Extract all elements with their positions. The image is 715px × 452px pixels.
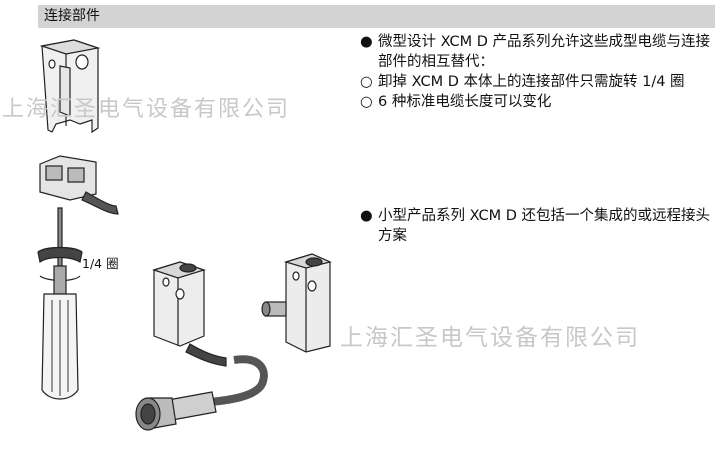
sensor-right-icon: [261, 253, 332, 353]
list-item: ● 小型产品系列 XCM D 还包括一个集成的或远程接头方案: [360, 206, 715, 246]
cable-plug-icon: [135, 355, 268, 431]
list-item-text: 微型设计 XCM D 产品系列允许这些成型电缆与连接部件的相互替代：: [378, 34, 711, 70]
hollow-bullet-icon: ○: [360, 94, 373, 110]
filled-bullet-icon: ●: [360, 34, 373, 50]
rotation-label: 1/4 圈: [82, 256, 119, 271]
list-item-text: 小型产品系列 XCM D 还包括一个集成的或远程接头方案: [378, 208, 711, 244]
watermark-text-1: 上海汇圣电气设备有限公司: [2, 97, 291, 122]
description-list-2: ● 小型产品系列 XCM D 还包括一个集成的或远程接头方案: [360, 206, 715, 246]
sensor-left-icon: [152, 261, 227, 367]
section-title: 连接部件: [44, 8, 100, 24]
section-header: 连接部件: [38, 5, 715, 28]
watermark-text-2: 上海汇圣电气设备有限公司: [340, 325, 640, 351]
list-item: ○ 6 种标准电缆长度可以变化: [360, 92, 715, 112]
list-item-text: 6 种标准电缆长度可以变化: [378, 94, 552, 110]
filled-bullet-icon: ●: [360, 208, 373, 224]
cable-connector-icon: [39, 155, 119, 215]
screwdriver-icon: [37, 207, 83, 400]
list-item-text: 卸掉 XCM D 本体上的连接部件只需旋转 1/4 圈: [378, 74, 685, 90]
list-item: ○ 卸掉 XCM D 本体上的连接部件只需旋转 1/4 圈: [360, 72, 715, 92]
list-item: ● 微型设计 XCM D 产品系列允许这些成型电缆与连接部件的相互替代：: [360, 32, 715, 72]
description-list: ● 微型设计 XCM D 产品系列允许这些成型电缆与连接部件的相互替代： ○ 卸…: [360, 32, 715, 112]
connector-part-icon: [39, 39, 101, 134]
hollow-bullet-icon: ○: [360, 74, 373, 90]
